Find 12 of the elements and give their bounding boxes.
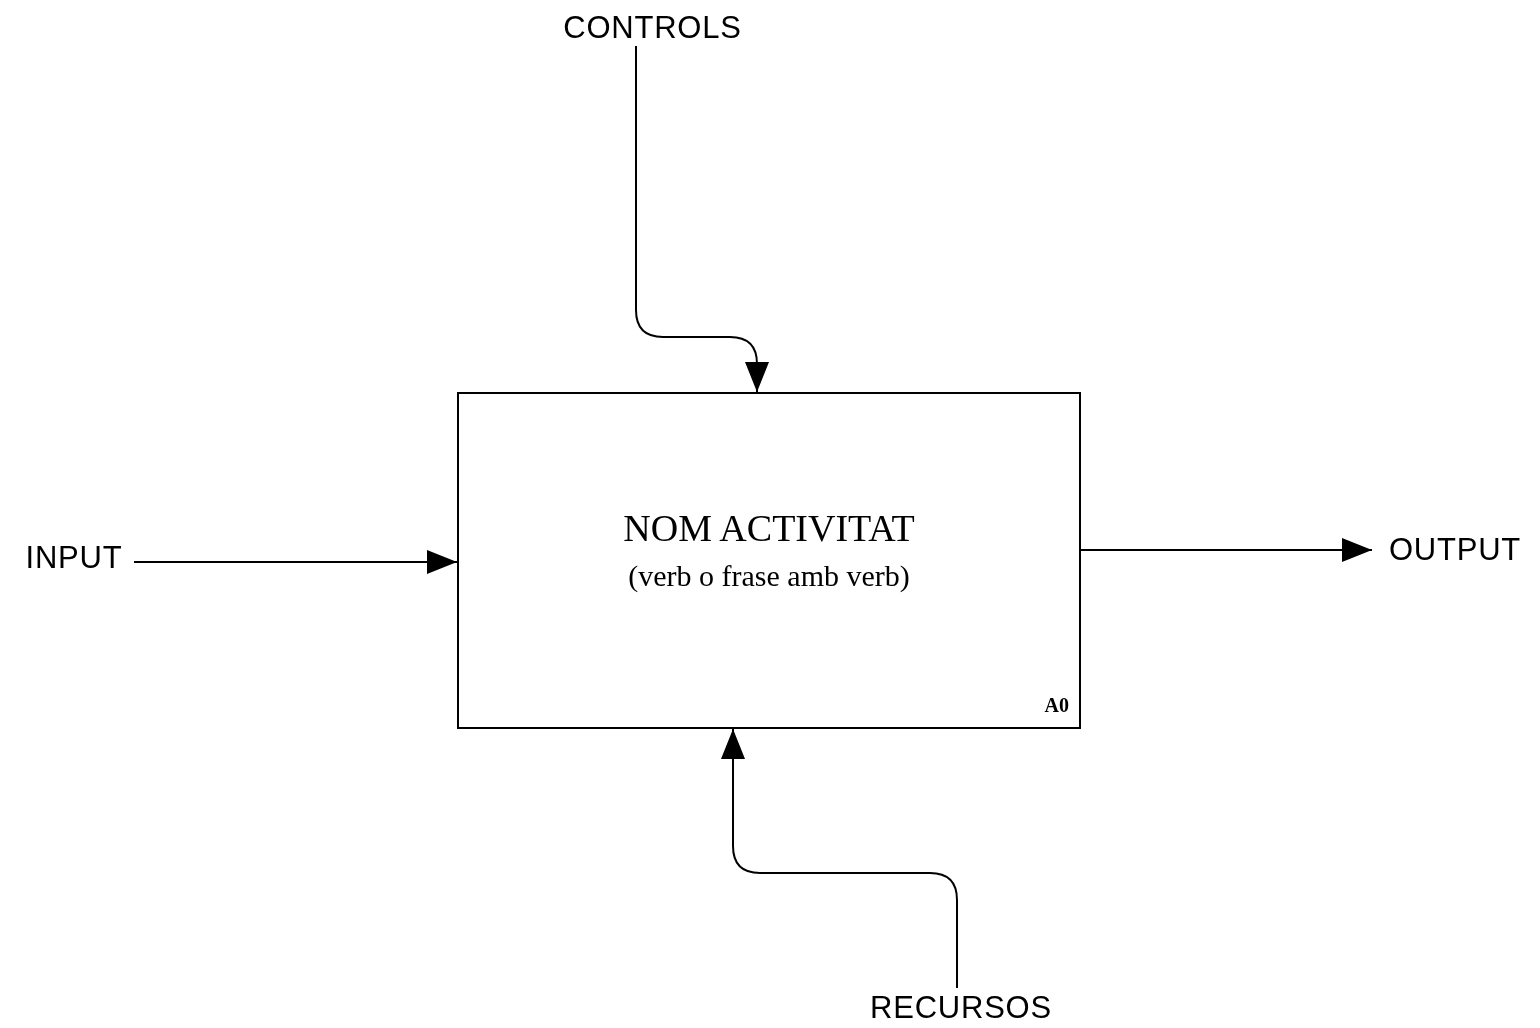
activity-box — [457, 392, 1081, 729]
arrow — [133, 550, 458, 574]
arrow-label: RECURSOS — [850, 988, 1072, 1026]
node-number: A0 — [1044, 695, 1069, 715]
activity-name: NOM ACTIVITAT — [623, 506, 915, 550]
arrow — [635, 45, 769, 393]
activity-description: (verb o frase amb verb) — [628, 558, 910, 594]
arrow-label: CONTROLS — [545, 8, 760, 46]
arrow-label: OUTPUT — [1372, 530, 1538, 568]
arrow-label: INPUT — [14, 538, 134, 576]
arrow — [1080, 538, 1373, 562]
arrow — [721, 728, 958, 989]
